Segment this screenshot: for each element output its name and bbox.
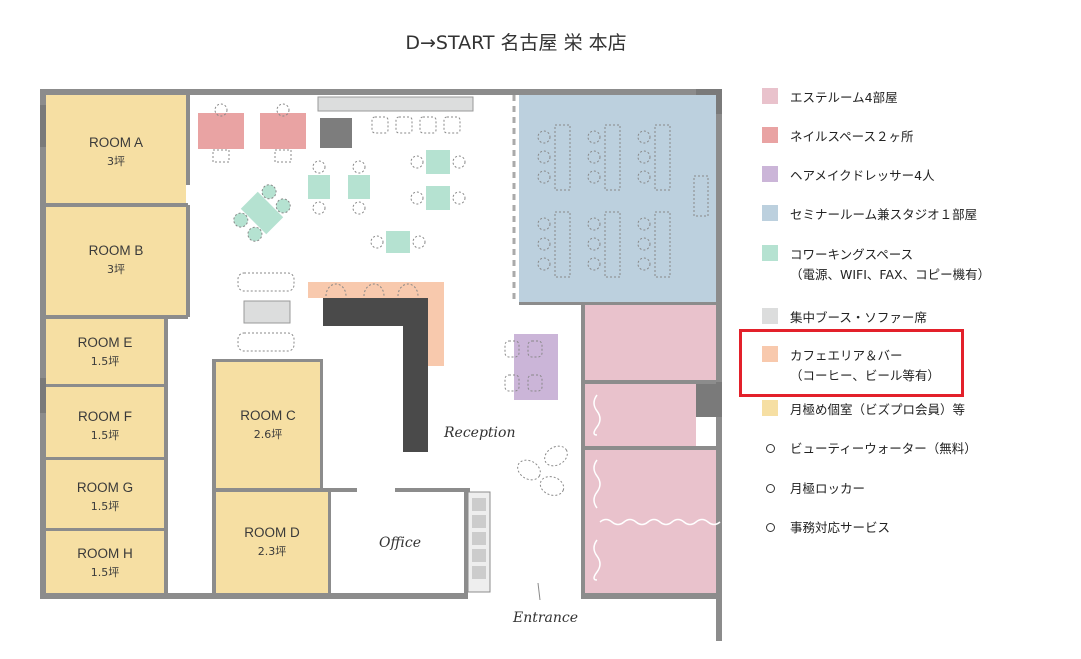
office-storage bbox=[467, 491, 491, 593]
pillar bbox=[320, 118, 352, 148]
legend-swatch bbox=[762, 346, 778, 362]
room-g-size: 1.5坪 bbox=[91, 500, 120, 513]
room-a-size: 3坪 bbox=[107, 155, 125, 168]
room-h-size: 1.5坪 bbox=[91, 566, 120, 579]
legend-label: 集中ブース・ソファー席 bbox=[790, 310, 927, 325]
hair-dressers bbox=[504, 334, 558, 400]
cafe-bar bbox=[308, 282, 444, 452]
room-d[interactable]: ROOM D 2.3坪 bbox=[216, 492, 328, 593]
highlight-box bbox=[739, 329, 964, 397]
wall-top bbox=[40, 89, 722, 95]
room-f[interactable]: ROOM F 1.5坪 bbox=[46, 387, 164, 457]
office-label: Office bbox=[379, 535, 421, 551]
circle-bullet-icon bbox=[766, 523, 775, 532]
room-a-label: ROOM A bbox=[89, 135, 143, 150]
legend-label: ネイルスペース２ヶ所 bbox=[790, 129, 914, 144]
legend-sublabel: （電源、WIFI、FAX、コピー機有） bbox=[790, 267, 991, 282]
room-b-label: ROOM B bbox=[89, 243, 144, 258]
room-h-label: ROOM H bbox=[77, 546, 133, 561]
legend-swatch bbox=[762, 166, 778, 182]
lounge-chairs bbox=[517, 445, 568, 496]
room-b-size: 3坪 bbox=[107, 263, 125, 276]
reception-label: Reception bbox=[443, 425, 515, 441]
entrance-label: Entrance bbox=[512, 610, 578, 626]
nail-station-1 bbox=[198, 103, 244, 163]
legend-swatch bbox=[762, 205, 778, 221]
room-h[interactable]: ROOM H 1.5坪 bbox=[46, 531, 164, 593]
room-b[interactable]: ROOM B 3坪 bbox=[46, 207, 186, 315]
wall-right bbox=[716, 89, 722, 641]
floor-plan: ROOM A 3坪 ROOM B 3坪 ROOM E 1.5坪 ROOM F 1… bbox=[40, 89, 722, 641]
circle-bullet-icon bbox=[766, 444, 775, 453]
service-label: 月極ロッカー bbox=[790, 481, 866, 496]
esthe-rooms[interactable] bbox=[581, 305, 722, 599]
legend-label: セミナールーム兼スタジオ１部屋 bbox=[790, 207, 978, 222]
room-e[interactable]: ROOM E 1.5坪 bbox=[46, 319, 164, 384]
legend-label: エステルーム4部屋 bbox=[790, 90, 898, 105]
wall-bottom bbox=[40, 593, 468, 599]
room-f-label: ROOM F bbox=[78, 409, 132, 424]
legend-swatch bbox=[762, 308, 778, 324]
legend-swatch bbox=[762, 400, 778, 416]
room-d-label: ROOM D bbox=[244, 525, 300, 540]
room-g[interactable]: ROOM G 1.5坪 bbox=[46, 460, 164, 528]
legend-swatch bbox=[762, 88, 778, 104]
seminar-room[interactable] bbox=[519, 95, 716, 302]
legend-label: ヘアメイクドレッサー4人 bbox=[790, 168, 935, 183]
nail-station-2 bbox=[260, 103, 306, 163]
sofa-seats bbox=[237, 272, 295, 352]
legend-label: カフェエリア＆バー bbox=[790, 348, 903, 363]
room-g-label: ROOM G bbox=[77, 480, 133, 495]
wall-left bbox=[40, 89, 46, 599]
legend-label: 月極め個室（ビズプロ会員）等 bbox=[790, 402, 966, 417]
room-d-size: 2.3坪 bbox=[258, 545, 287, 558]
service-label: ビューティーウォーター（無料） bbox=[790, 441, 977, 456]
booth-counter bbox=[317, 96, 474, 112]
room-e-label: ROOM E bbox=[78, 335, 133, 350]
room-c-label: ROOM C bbox=[240, 408, 296, 423]
circle-bullet-icon bbox=[766, 484, 775, 493]
legend-swatch bbox=[762, 245, 778, 261]
page-title: D→START 名古屋 栄 本店 bbox=[405, 32, 627, 54]
service-label: 事務対応サービス bbox=[790, 520, 891, 535]
room-c-size: 2.6坪 bbox=[254, 428, 283, 441]
coworking-tables bbox=[233, 150, 466, 253]
room-a[interactable]: ROOM A 3坪 bbox=[46, 95, 186, 205]
room-e-size: 1.5坪 bbox=[91, 355, 120, 368]
legend-sublabel: （コーヒー、ビール等有） bbox=[790, 368, 940, 383]
room-c[interactable]: ROOM C 2.6坪 bbox=[216, 362, 320, 488]
room-f-size: 1.5坪 bbox=[91, 429, 120, 442]
legend-label: コワーキングスペース bbox=[790, 247, 914, 262]
legend-swatch bbox=[762, 127, 778, 143]
